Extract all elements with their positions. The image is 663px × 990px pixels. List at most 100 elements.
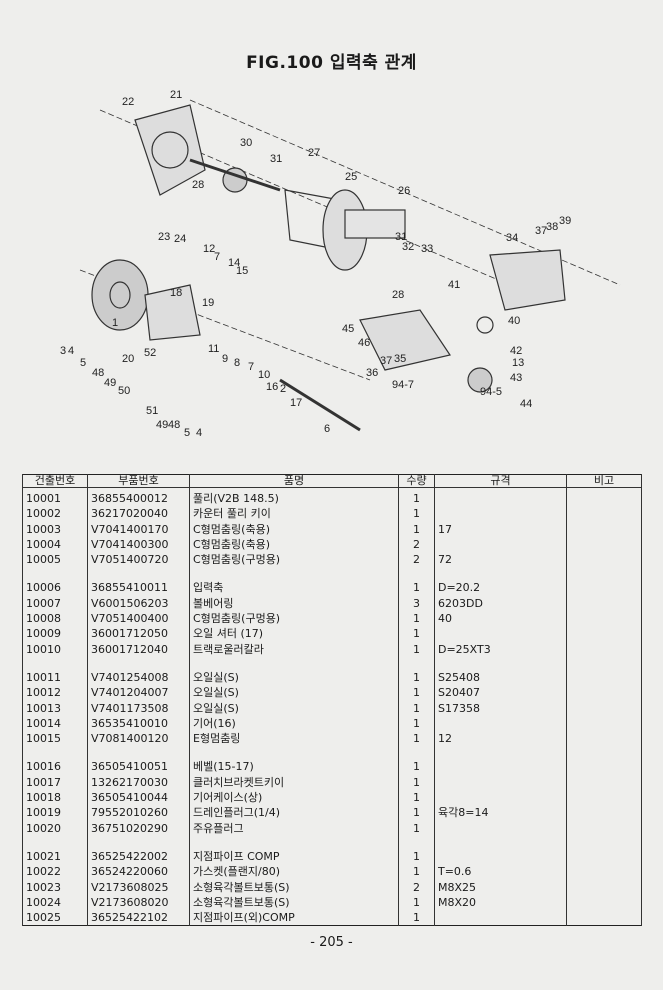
cell-remarks: [566, 790, 642, 806]
callout-label: 27: [308, 147, 320, 159]
cell-part-name: C형멈춤링(축용): [189, 521, 399, 537]
callout-label: 49: [156, 419, 168, 431]
cell-spec: 72: [434, 552, 567, 568]
group-spacer: [22, 835, 642, 849]
cell-part-name: E형멈춤링: [189, 731, 399, 747]
cell-part-number: V7041400300: [87, 536, 190, 553]
cell-spec: [434, 626, 567, 642]
callout-label: 24: [174, 233, 186, 245]
cell-quantity: 1: [398, 700, 435, 716]
cell-spec: M8X20: [434, 894, 567, 911]
cell-part-number: V7051400400: [87, 611, 190, 627]
col-header-remarks: 비고: [566, 474, 642, 488]
cell-quantity: 3: [398, 595, 435, 612]
cell-spec: S17358: [434, 700, 567, 716]
callout-label: 44: [520, 398, 532, 410]
cell-remarks: [566, 580, 642, 596]
callout-label: 41: [448, 279, 460, 291]
callout-label: 40: [508, 315, 520, 327]
cell-part-number: 36751020290: [87, 820, 190, 836]
cell-part-name: 주유플러그: [189, 820, 399, 836]
col-header-part-number: 부품번호: [87, 474, 190, 488]
callout-label: 12: [203, 243, 215, 255]
cell-part-number: 13262170030: [87, 774, 190, 791]
cell-spec: [434, 848, 567, 865]
callout-label: 9: [222, 353, 228, 365]
cell-part-name: 트랙로울러칼라: [189, 641, 399, 657]
callout-label: 26: [398, 185, 410, 197]
callout-label: 11: [208, 343, 219, 355]
callout-label: 7: [248, 361, 254, 373]
cell-index: 10025: [22, 910, 88, 926]
cell-remarks: [566, 487, 642, 507]
cell-quantity: 2: [398, 536, 435, 553]
cell-spec: [434, 759, 567, 775]
callout-label: 43: [510, 372, 522, 384]
cell-spec: 6203DD: [434, 595, 567, 612]
cell-index: 10010: [22, 641, 88, 657]
cell-remarks: [566, 685, 642, 701]
cell-index: 10002: [22, 506, 88, 522]
cell-spec: M8X25: [434, 879, 567, 895]
cell-part-number: V6001506203: [87, 595, 190, 612]
callout-label: 38: [546, 221, 558, 233]
cell-part-name: 소형육각볼트보통(S): [189, 879, 399, 895]
cell-index: 10015: [22, 731, 88, 747]
cell-spec: D=20.2: [434, 580, 567, 596]
callout-label: 39: [559, 215, 571, 227]
cell-spec: 12: [434, 731, 567, 747]
cell-part-name: 오일실(S): [189, 685, 399, 701]
cell-index: 10023: [22, 879, 88, 895]
cell-remarks: [566, 521, 642, 537]
cell-spec: 17: [434, 521, 567, 537]
cell-remarks: [566, 552, 642, 568]
cell-part-name: 오일실(S): [189, 700, 399, 716]
cell-index: 10001: [22, 487, 88, 507]
cell-remarks: [566, 805, 642, 821]
cell-spec: [434, 774, 567, 791]
cell-part-number: 36525422102: [87, 910, 190, 926]
cell-spec: [434, 910, 567, 926]
cell-quantity: 2: [398, 879, 435, 895]
cell-quantity: 1: [398, 759, 435, 775]
callout-label: 46: [358, 337, 370, 349]
callout-label: 13: [512, 357, 524, 369]
callout-label: 31: [270, 153, 282, 165]
cell-remarks: [566, 864, 642, 880]
callout-label: 32: [402, 241, 414, 253]
callout-label: 35: [394, 353, 406, 365]
cell-quantity: 1: [398, 774, 435, 791]
cell-remarks: [566, 715, 642, 732]
cell-index: 10007: [22, 595, 88, 612]
cell-index: 10004: [22, 536, 88, 553]
cell-part-name: 오일 셔터 (17): [189, 626, 399, 642]
cell-index: 10013: [22, 700, 88, 716]
cell-quantity: 1: [398, 715, 435, 732]
cell-index: 10009: [22, 626, 88, 642]
cell-part-number: V2173608025: [87, 879, 190, 895]
callout-label: 94-7: [392, 379, 414, 391]
cell-part-number: 36217020040: [87, 506, 190, 522]
cell-part-number: V7051400720: [87, 552, 190, 568]
cell-quantity: 1: [398, 731, 435, 747]
callout-label: 8: [234, 357, 240, 369]
callout-label: 37: [535, 225, 547, 237]
cell-part-number: V7081400120: [87, 731, 190, 747]
cell-index: 10024: [22, 894, 88, 911]
cell-quantity: 1: [398, 805, 435, 821]
cell-remarks: [566, 611, 642, 627]
group-spacer: [22, 567, 642, 581]
group-spacer: [22, 656, 642, 670]
cell-part-number: 36505410051: [87, 759, 190, 775]
cell-remarks: [566, 820, 642, 836]
cell-index: 10018: [22, 790, 88, 806]
cell-index: 10019: [22, 805, 88, 821]
